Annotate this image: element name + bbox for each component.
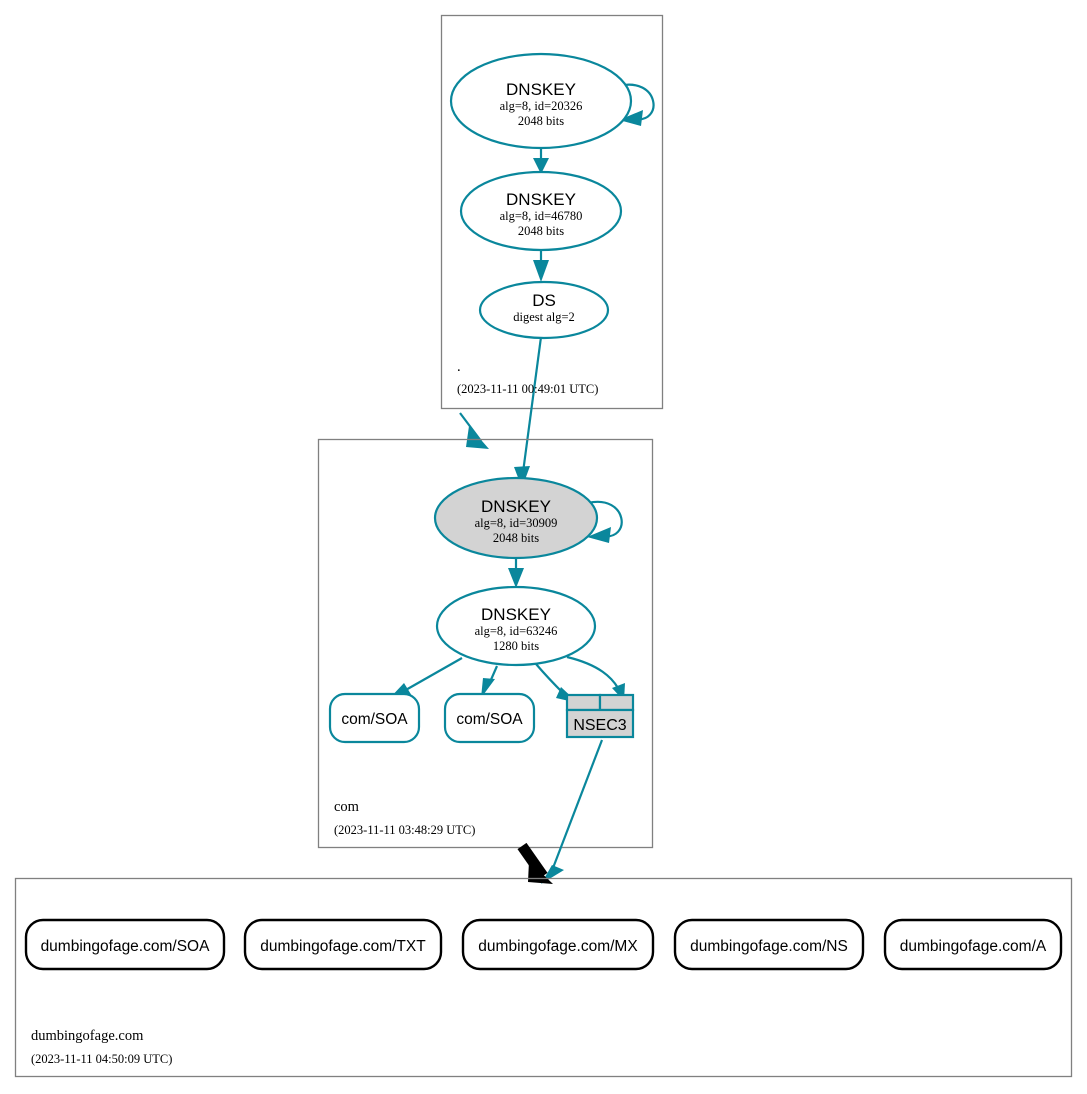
node-com-soa-1[interactable]: com/SOA <box>328 692 421 744</box>
node-root-ksk-type: DNSKEY <box>506 80 576 99</box>
node-root-ksk-params: alg=8, id=20326 <box>500 99 583 113</box>
node-doa-a-label: dumbingofage.com/A <box>900 938 1047 955</box>
edge-delegation-root-to-com <box>459 412 489 449</box>
edge-self-sign-com-ksk <box>587 500 623 543</box>
node-doa-soa-shape <box>24 918 226 971</box>
node-com-zsk-type: DNSKEY <box>481 605 551 624</box>
node-com-nsec3-cell-right <box>598 693 635 712</box>
zone-doa-border <box>14 877 1073 1078</box>
zone-root-timestamp: (2023-11-11 00:49:01 UTC) <box>457 382 598 396</box>
node-com-nsec3[interactable]: NSEC3 <box>565 693 635 739</box>
node-com-soa-2-label: com/SOA <box>456 711 523 728</box>
edge-root-zsk-to-ds <box>533 250 549 282</box>
zone-root-border <box>440 14 664 410</box>
zone-com: DNSKEY alg=8, id=30909 2048 bits DNSKEY … <box>317 438 654 884</box>
node-com-zsk-params: alg=8, id=63246 <box>475 624 558 638</box>
node-doa-txt[interactable]: dumbingofage.com/TXT <box>243 918 443 971</box>
node-doa-mx[interactable]: dumbingofage.com/MX <box>461 918 655 971</box>
edge-root-ds-to-com-ksk <box>520 336 543 481</box>
edge-self-sign-root-ksk <box>617 83 655 126</box>
node-doa-txt-label: dumbingofage.com/TXT <box>260 938 426 955</box>
node-doa-soa[interactable]: dumbingofage.com/SOA <box>24 918 226 971</box>
zone-com-name: com <box>334 799 360 815</box>
node-com-ksk-size: 2048 bits <box>493 531 539 545</box>
zone-doa-name: dumbingofage.com <box>31 1028 144 1044</box>
edge-nsec3-to-doa <box>551 739 604 869</box>
zone-com-border <box>317 438 654 849</box>
node-com-zsk-size: 1280 bits <box>493 639 539 653</box>
node-root-zsk-params: alg=8, id=46780 <box>500 209 583 223</box>
node-com-ksk-params: alg=8, id=30909 <box>475 516 558 530</box>
node-com-soa-2[interactable]: com/SOA <box>443 692 536 744</box>
zone-root: DNSKEY alg=8, id=20326 2048 bits DNSKEY … <box>440 14 664 481</box>
node-com-soa-2-shape <box>443 692 536 744</box>
zone-root-name: . <box>457 359 461 375</box>
zone-dumbingofage: dumbingofage.com/SOA dumbingofage.com/TX… <box>14 877 1073 1078</box>
node-root-zsk-type: DNSKEY <box>506 190 576 209</box>
node-com-nsec3-cell-left <box>565 693 602 712</box>
node-root-dnskey-zsk[interactable]: DNSKEY alg=8, id=46780 2048 bits <box>459 170 623 252</box>
node-doa-ns[interactable]: dumbingofage.com/NS <box>673 918 865 971</box>
node-root-ds-type: DS <box>532 291 556 310</box>
node-root-ksk-size: 2048 bits <box>518 114 564 128</box>
node-doa-mx-label: dumbingofage.com/MX <box>478 938 638 955</box>
node-com-nsec3-label: NSEC3 <box>573 717 626 734</box>
node-com-nsec3-body <box>565 708 635 739</box>
node-doa-a[interactable]: dumbingofage.com/A <box>883 918 1063 971</box>
node-doa-a-shape <box>883 918 1063 971</box>
node-com-dnskey-ksk[interactable]: DNSKEY alg=8, id=30909 2048 bits <box>433 476 599 560</box>
node-doa-soa-label: dumbingofage.com/SOA <box>41 938 211 955</box>
node-root-dnskey-ksk[interactable]: DNSKEY alg=8, id=20326 2048 bits <box>449 52 633 150</box>
node-root-ds[interactable]: DS digest alg=2 <box>478 280 610 340</box>
node-com-ksk-type: DNSKEY <box>481 497 551 516</box>
zone-com-timestamp: (2023-11-11 03:48:29 UTC) <box>334 823 475 837</box>
edge-com-ksk-to-zsk <box>508 558 524 588</box>
node-com-soa-1-shape <box>328 692 421 744</box>
zone-doa-timestamp: (2023-11-11 04:50:09 UTC) <box>31 1052 172 1066</box>
node-root-zsk-size: 2048 bits <box>518 224 564 238</box>
node-com-zsk-ellipse <box>435 585 597 667</box>
node-doa-txt-shape <box>243 918 443 971</box>
node-doa-mx-shape <box>461 918 655 971</box>
node-root-ds-ellipse <box>478 280 610 340</box>
edge-root-ksk-to-zsk <box>533 148 549 174</box>
node-com-soa-1-label: com/SOA <box>341 711 408 728</box>
node-com-dnskey-zsk[interactable]: DNSKEY alg=8, id=63246 1280 bits <box>435 585 597 667</box>
node-root-ds-params: digest alg=2 <box>513 310 575 324</box>
node-doa-ns-label: dumbingofage.com/NS <box>690 938 848 955</box>
node-doa-ns-shape <box>673 918 865 971</box>
